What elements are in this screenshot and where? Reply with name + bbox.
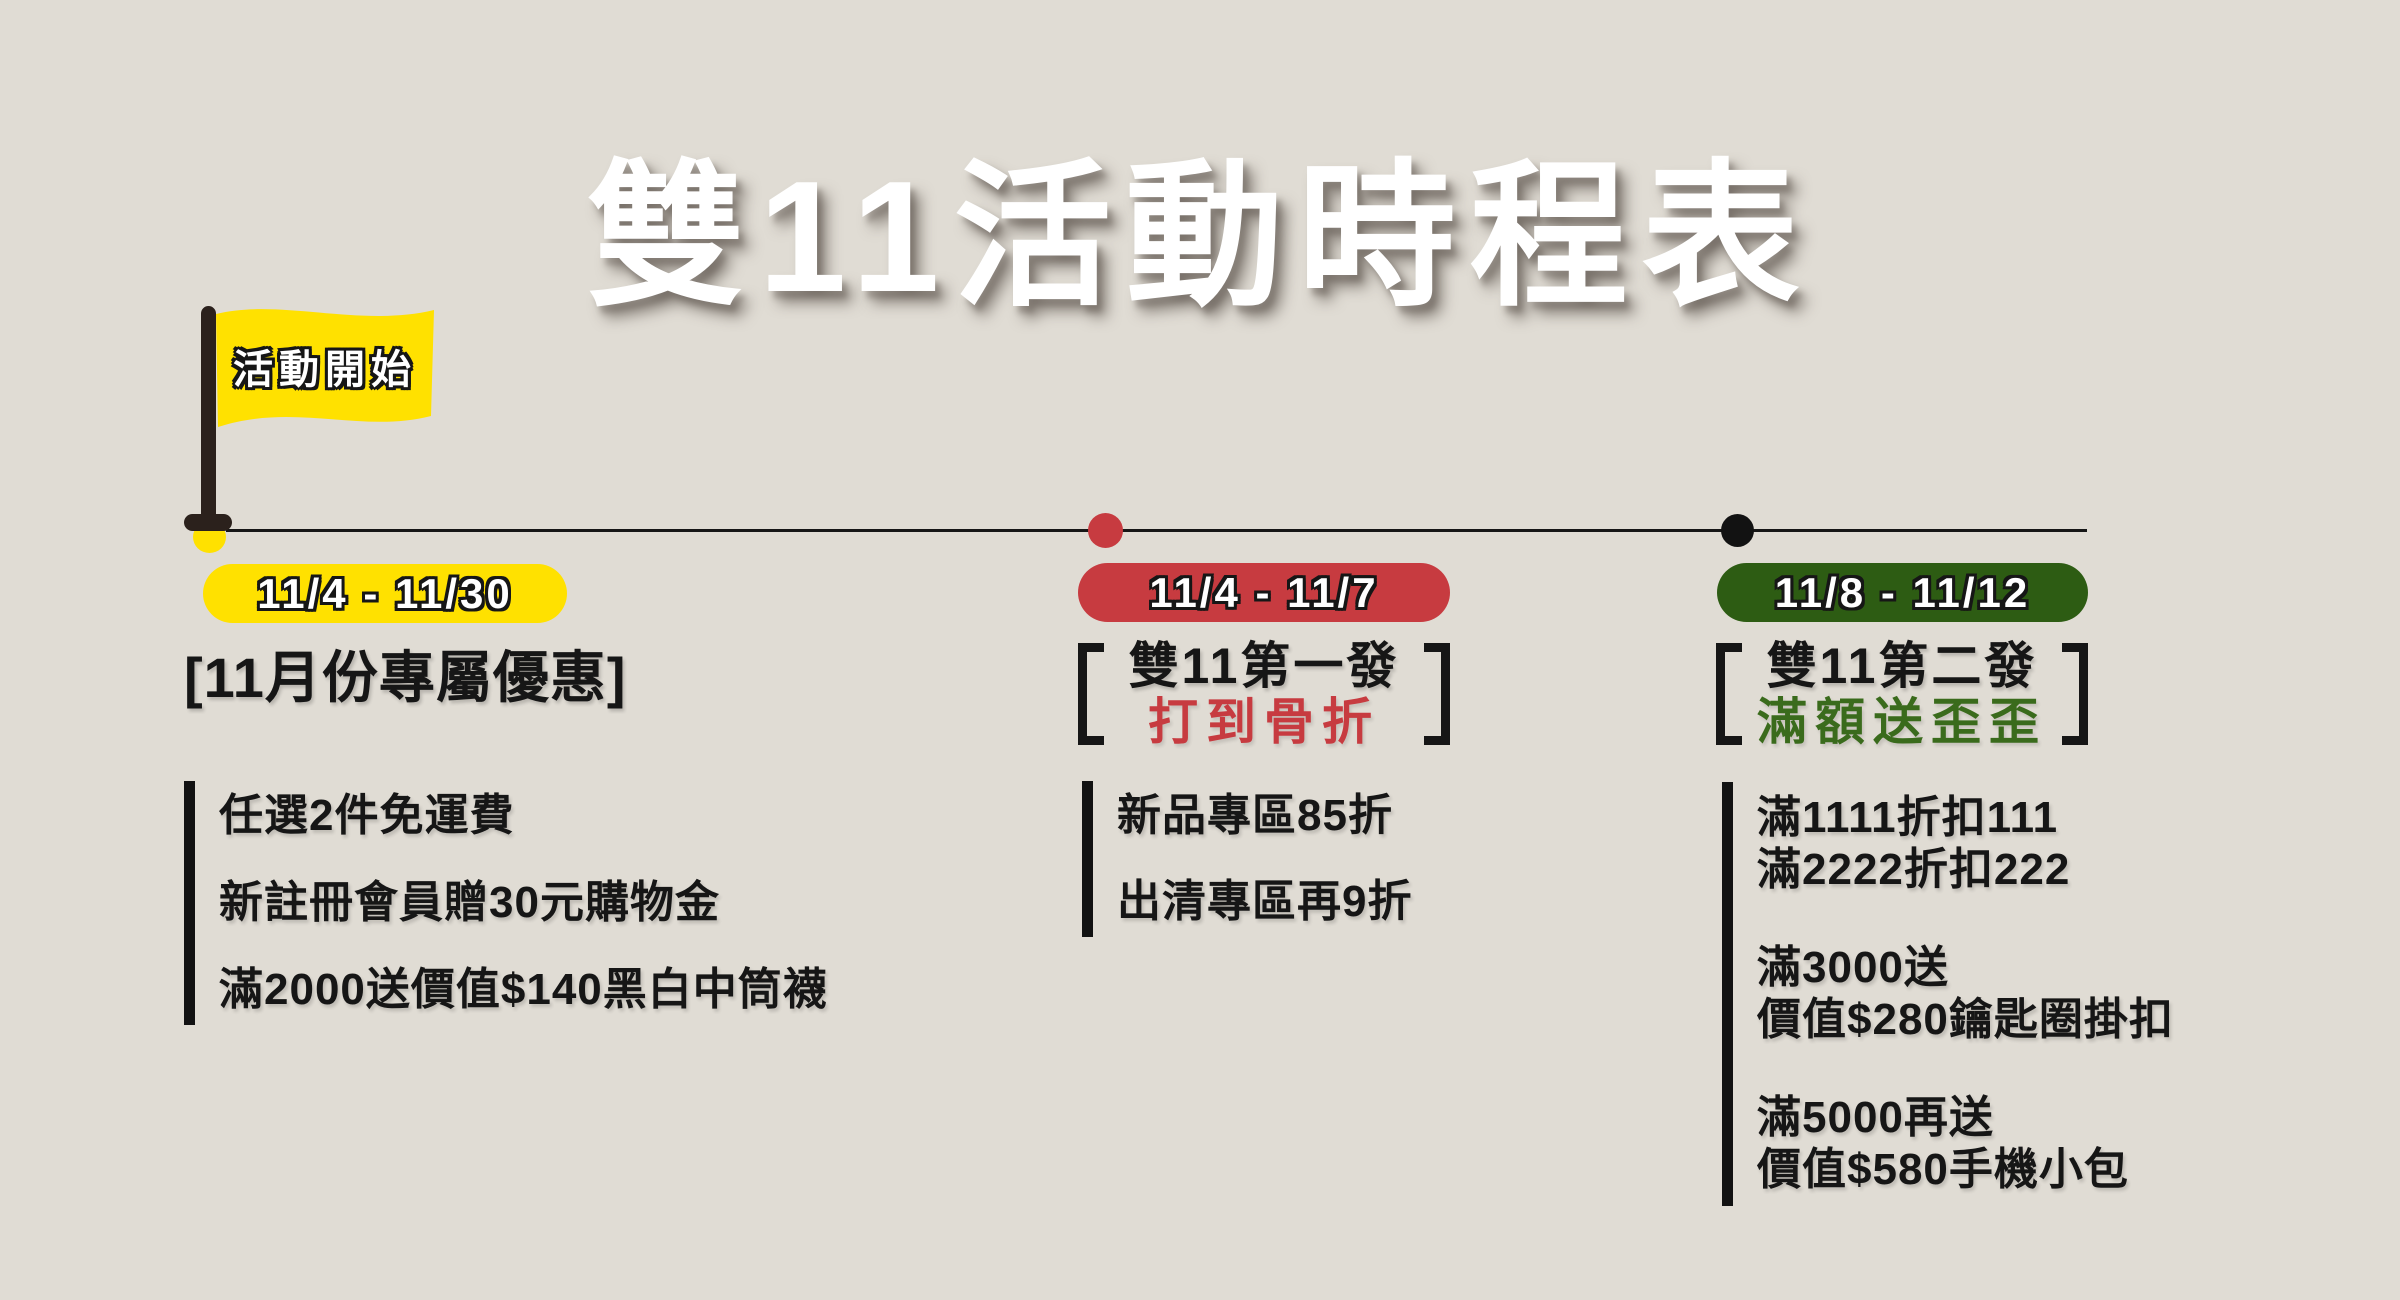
promo-list-november: 任選2件免運費 新註冊會員贈30元購物金 滿2000送價值$140黑白中筒襪	[184, 781, 828, 1025]
page-title: 雙11活動時程表	[586, 149, 1814, 325]
event-heading-wave1-line1: 雙11第一發	[1128, 638, 1400, 694]
date-pill-november: 11/4 - 11/30	[203, 564, 567, 623]
promo-group: 滿2000送價值$140黑白中筒襪	[219, 965, 828, 1015]
promo-group: 新註冊會員贈30元購物金	[219, 878, 828, 928]
promo-list-wave2: 滿1111折扣111 滿2222折扣222 滿3000送 價值$280鑰匙圈掛扣…	[1722, 782, 2174, 1206]
promo-group: 出清專區再9折	[1117, 877, 1412, 927]
list-item: 任選2件免運費	[219, 791, 515, 840]
event-heading-november: [11月份專屬優惠]	[184, 646, 627, 709]
promo-list-wave1: 新品專區85折 出清專區再9折	[1082, 781, 1412, 937]
timeline-line	[226, 529, 2087, 532]
flag-pole	[201, 306, 216, 522]
event-heading-wave2: 雙11第二發 滿額送歪歪	[1716, 638, 2088, 750]
event-heading-wave1: 雙11第一發 打到骨折	[1078, 638, 1450, 750]
flag-pole-base	[184, 514, 232, 531]
date-pill-wave2: 11/8 - 11/12	[1717, 563, 2088, 622]
promo-group: 滿5000再送 價值$580手機小包	[1757, 1092, 2174, 1196]
promo-group: 滿3000送 價值$280鑰匙圈掛扣	[1757, 942, 2174, 1046]
list-item: 滿5000再送	[1757, 1093, 1994, 1142]
list-item: 滿1111折扣111	[1757, 793, 2059, 842]
left-bracket-icon	[1078, 643, 1104, 745]
date-pill-wave1: 11/4 - 11/7	[1078, 563, 1450, 622]
event-heading-wave2-line2: 滿額送歪歪	[1757, 694, 2047, 750]
promo-group: 任選2件免運費	[219, 791, 828, 841]
list-item: 價值$280鑰匙圈掛扣	[1757, 995, 2174, 1044]
promo-group: 新品專區85折	[1117, 791, 1412, 841]
list-item: 價值$580手機小包	[1757, 1145, 2129, 1194]
flag-label: 活動開始	[233, 348, 417, 392]
right-bracket-icon	[1423, 643, 1450, 745]
timeline-dot-black	[1721, 514, 1754, 547]
left-bracket-icon	[1716, 643, 1742, 745]
event-heading-wave2-line1: 雙11第二發	[1766, 638, 2038, 694]
list-item: 新品專區85折	[1117, 791, 1393, 840]
list-item: 新註冊會員贈30元購物金	[219, 878, 720, 927]
list-item: 滿2000送價值$140黑白中筒襪	[219, 965, 828, 1014]
promo-group: 滿1111折扣111 滿2222折扣222	[1757, 792, 2174, 896]
right-bracket-icon	[2062, 643, 2088, 745]
list-item: 滿2222折扣222	[1757, 845, 2071, 894]
start-flag-icon	[216, 309, 434, 427]
event-heading-wave1-line2: 打到骨折	[1147, 694, 1380, 750]
timeline-dot-red	[1088, 513, 1123, 548]
list-item: 出清專區再9折	[1117, 877, 1413, 926]
list-item: 滿3000送	[1757, 943, 1949, 992]
